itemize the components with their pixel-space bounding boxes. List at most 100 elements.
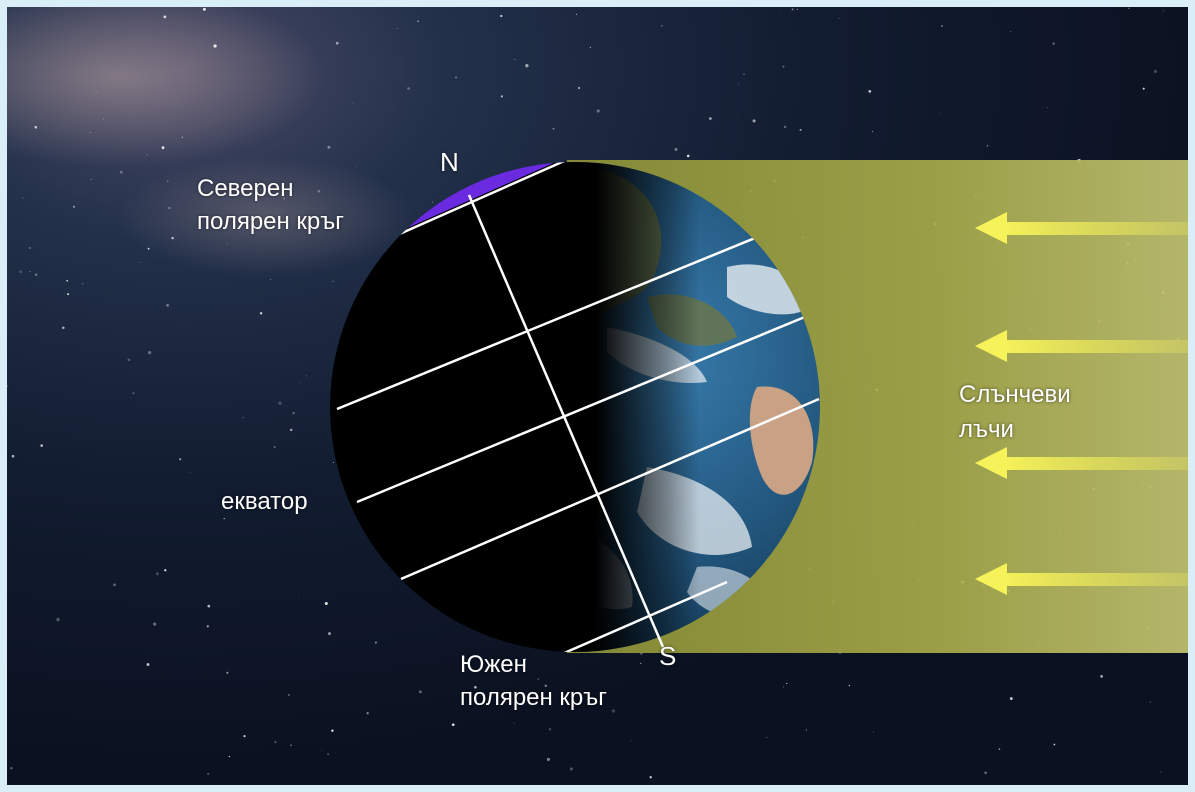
star [514,58,516,60]
star [179,458,182,461]
star [1046,107,1048,108]
star [782,65,785,68]
star [752,119,756,123]
tropic-of-capricorn-line [400,397,820,581]
star [213,44,217,48]
star [1010,30,1011,32]
star [139,261,141,263]
star [786,682,788,685]
star [82,283,84,285]
star [940,25,943,28]
star [155,572,159,576]
star [166,303,170,307]
star [838,17,840,19]
star [119,170,123,174]
star [153,622,157,626]
star [661,24,663,27]
star [611,709,616,713]
south-pole-label: S [659,641,677,671]
star [299,382,301,384]
star [1142,87,1145,90]
star [1128,7,1130,10]
star [327,753,330,756]
star [207,604,211,608]
star [259,311,263,315]
star [525,64,529,68]
star [206,625,209,628]
star [335,41,339,45]
star [287,693,290,696]
star [552,127,555,130]
sun-ray-arrow-icon [975,563,1188,595]
star [578,87,580,89]
star [289,428,293,432]
star [374,641,377,644]
star [1154,70,1157,73]
star [146,663,150,666]
arctic-circle-label-line1: Северен [197,175,294,202]
star [168,206,171,210]
star [738,117,739,119]
sun-ray-arrow-icon [975,330,1188,362]
north-pole-label: N [440,147,459,177]
star [546,757,550,761]
star [940,112,942,114]
star [596,109,600,113]
star [226,243,228,244]
sun-rays-label-line2: лъчи [959,416,1014,443]
star [190,471,191,473]
star [1162,10,1164,12]
star [984,771,988,775]
star [228,755,231,758]
star [283,197,285,200]
star [766,737,768,739]
star [709,117,712,120]
star [67,293,70,296]
sun-ray-arrow-icon [975,212,1188,244]
star [872,131,873,133]
antarctic-circle-line [561,580,728,652]
star [226,671,229,674]
star [242,416,245,419]
star [290,744,292,746]
star [163,15,167,19]
star [986,145,989,147]
star [1052,42,1055,45]
star [66,279,68,282]
star [791,8,794,11]
star [202,7,206,11]
milky-way-glow [117,157,417,277]
star [513,722,515,724]
star [352,102,354,104]
star [366,712,369,715]
sun-ray-arrow-icon [975,447,1188,479]
star [324,602,328,605]
star [10,767,13,770]
star [779,12,781,14]
star [548,727,552,731]
star [207,772,210,775]
star [524,658,527,661]
star [273,445,276,449]
earth-globe [330,162,820,652]
antarctic-circle-label-line1: Южен [460,651,527,678]
tropic-of-cancer-line [336,227,778,411]
star [102,118,105,120]
star [743,73,745,76]
star [873,731,874,733]
star [649,776,652,779]
star [166,180,169,183]
star [34,125,38,129]
star [805,729,807,731]
arctic-circle-line [394,162,820,238]
star [19,270,22,273]
star [292,412,295,415]
star [97,692,99,693]
star [62,326,65,329]
star [674,148,678,151]
star [419,690,422,694]
star [500,95,504,98]
star [454,76,458,79]
star [1157,144,1159,146]
star [164,569,167,572]
